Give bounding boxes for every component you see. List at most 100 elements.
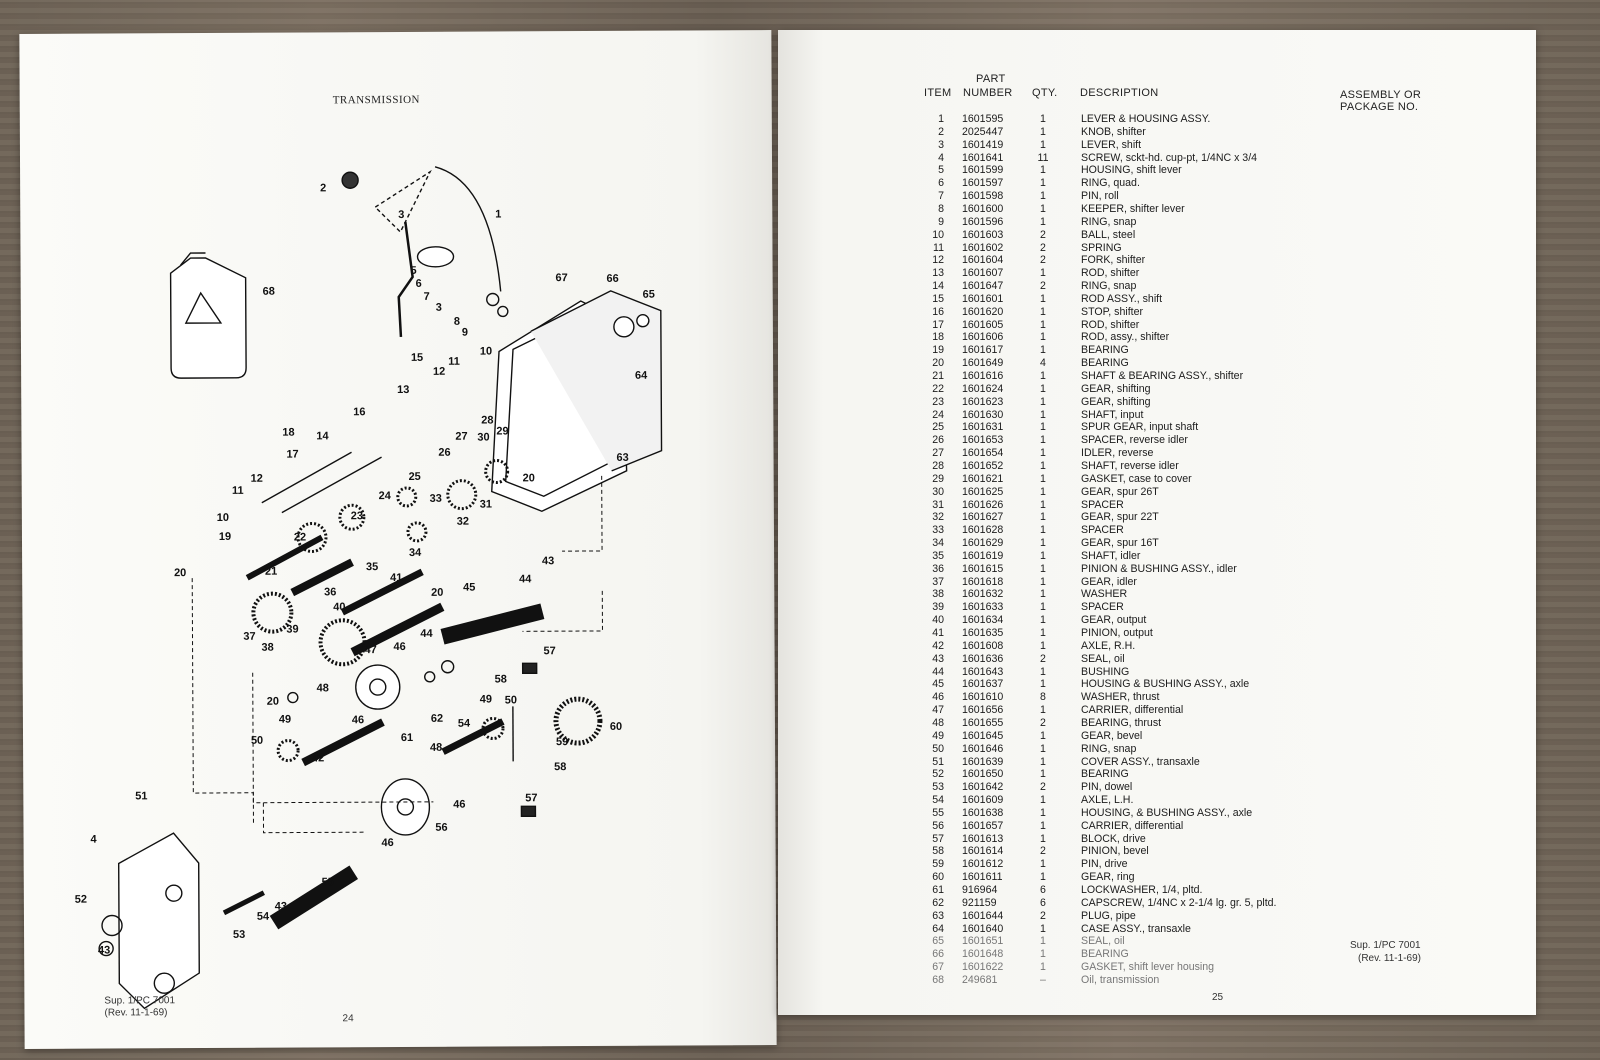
description-cell: RING, snap xyxy=(1081,742,1137,755)
part-number-cell: 1601611 xyxy=(962,871,1003,884)
description-cell: GEAR, bevel xyxy=(1081,729,1143,742)
part-number-cell: 1601621 xyxy=(962,472,1004,485)
part-number-cell: 1601635 xyxy=(962,627,1004,639)
callout-label: 58 xyxy=(554,761,567,774)
item-cell: 45 xyxy=(932,678,944,691)
qty-cell: 4 xyxy=(1040,357,1046,370)
description-cell: SPRING xyxy=(1081,241,1122,254)
item-cell: 23 xyxy=(932,395,944,408)
part-number-cell: 1601612 xyxy=(962,858,1004,871)
qty-cell: 1 xyxy=(1040,421,1046,434)
qty-cell: 2 xyxy=(1040,254,1046,267)
part-number-cell: 1601626 xyxy=(962,498,1004,511)
callout-label: 3 xyxy=(398,208,405,221)
callout-label: 67 xyxy=(555,272,568,285)
callout-label: 49 xyxy=(479,693,492,706)
header-assembly: ASSEMBLY OR xyxy=(1340,89,1422,101)
qty-cell: 1 xyxy=(1040,729,1046,742)
part-number-cell: 1601649 xyxy=(962,357,1004,370)
item-cell: 41 xyxy=(932,627,944,639)
part-number-cell: 1601608 xyxy=(962,639,1004,652)
part-number-cell: 1601650 xyxy=(962,768,1004,781)
callout-label: 27 xyxy=(455,430,468,443)
item-cell: 29 xyxy=(932,472,944,485)
qty-cell: 2 xyxy=(1040,652,1046,665)
item-cell: 43 xyxy=(932,652,944,665)
qty-cell: 1 xyxy=(1040,138,1046,151)
callout-label: 54 xyxy=(256,910,270,923)
item-cell: 58 xyxy=(932,845,944,858)
qty-cell: 1 xyxy=(1040,434,1046,447)
part-number-cell: 1601647 xyxy=(962,280,1004,293)
item-cell: 17 xyxy=(932,318,944,331)
part-number-cell: 1601634 xyxy=(962,614,1004,627)
callout-label: 21 xyxy=(265,565,278,578)
header-part: PART xyxy=(976,73,1006,85)
page-title: TRANSMISSION xyxy=(332,93,421,107)
item-cell: 14 xyxy=(932,280,944,293)
qty-cell: 1 xyxy=(1040,202,1046,215)
part-number-cell: 1601616 xyxy=(962,370,1004,382)
description-cell: PIN, drive xyxy=(1081,858,1128,871)
callout-label: 46 xyxy=(453,798,466,811)
qty-cell: 1 xyxy=(1040,370,1046,382)
callout-label: 65 xyxy=(642,288,655,301)
description-cell: KEEPER, shifter lever xyxy=(1081,202,1185,215)
part-number-cell: 1601596 xyxy=(962,215,1004,228)
description-cell: GEAR, ring xyxy=(1081,871,1135,884)
qty-cell: 1 xyxy=(1040,331,1046,344)
item-cell: 50 xyxy=(932,742,944,755)
qty-cell: 1 xyxy=(1040,575,1046,588)
qty-cell: 2 xyxy=(1040,909,1046,922)
callout-label: 55 xyxy=(321,876,334,889)
item-cell: 63 xyxy=(932,909,944,922)
callout-label: 23 xyxy=(350,510,364,523)
part-number-cell: 1601637 xyxy=(962,678,1004,691)
description-cell: FORK, shifter xyxy=(1081,254,1146,267)
part-number-cell: 1601624 xyxy=(962,382,1004,395)
qty-cell: 1 xyxy=(1040,819,1046,832)
qty-cell: 1 xyxy=(1040,447,1046,460)
part-number-cell: 1601605 xyxy=(962,318,1004,331)
callout-label: 11 xyxy=(448,355,460,368)
qty-cell: 1 xyxy=(1040,588,1046,601)
callout-label: 24 xyxy=(378,490,391,503)
item-cell: 51 xyxy=(932,755,944,768)
callout-label: 66 xyxy=(606,272,619,285)
qty-cell: 6 xyxy=(1040,884,1046,896)
description-cell: BEARING, thrust xyxy=(1081,716,1162,729)
qty-cell: 1 xyxy=(1040,408,1046,421)
description-cell: CARRIER, differential xyxy=(1081,819,1184,832)
item-cell: 48 xyxy=(932,716,944,729)
qty-cell: 1 xyxy=(1040,485,1046,498)
item-cell: 37 xyxy=(932,575,944,588)
callout-label: 3 xyxy=(435,301,442,314)
description-cell: SHAFT, input xyxy=(1081,408,1144,421)
callout-label: 53 xyxy=(232,928,246,941)
item-cell: 49 xyxy=(932,729,944,742)
callout-label: 30 xyxy=(477,431,490,444)
description-cell: AXLE, L.H. xyxy=(1081,794,1134,807)
description-cell: LOCKWASHER, 1/4, pltd. xyxy=(1081,884,1203,896)
part-number-cell: 1601651 xyxy=(962,935,1004,948)
callout-label: 25 xyxy=(408,470,421,483)
part-number-cell: 1601643 xyxy=(962,665,1004,678)
description-cell: PINION & BUSHING ASSY., idler xyxy=(1081,562,1237,575)
qty-cell: 1 xyxy=(1040,562,1046,575)
callout-label: 48 xyxy=(316,682,329,695)
qty-cell: 1 xyxy=(1040,794,1046,807)
callout-label: 43 xyxy=(541,555,555,568)
